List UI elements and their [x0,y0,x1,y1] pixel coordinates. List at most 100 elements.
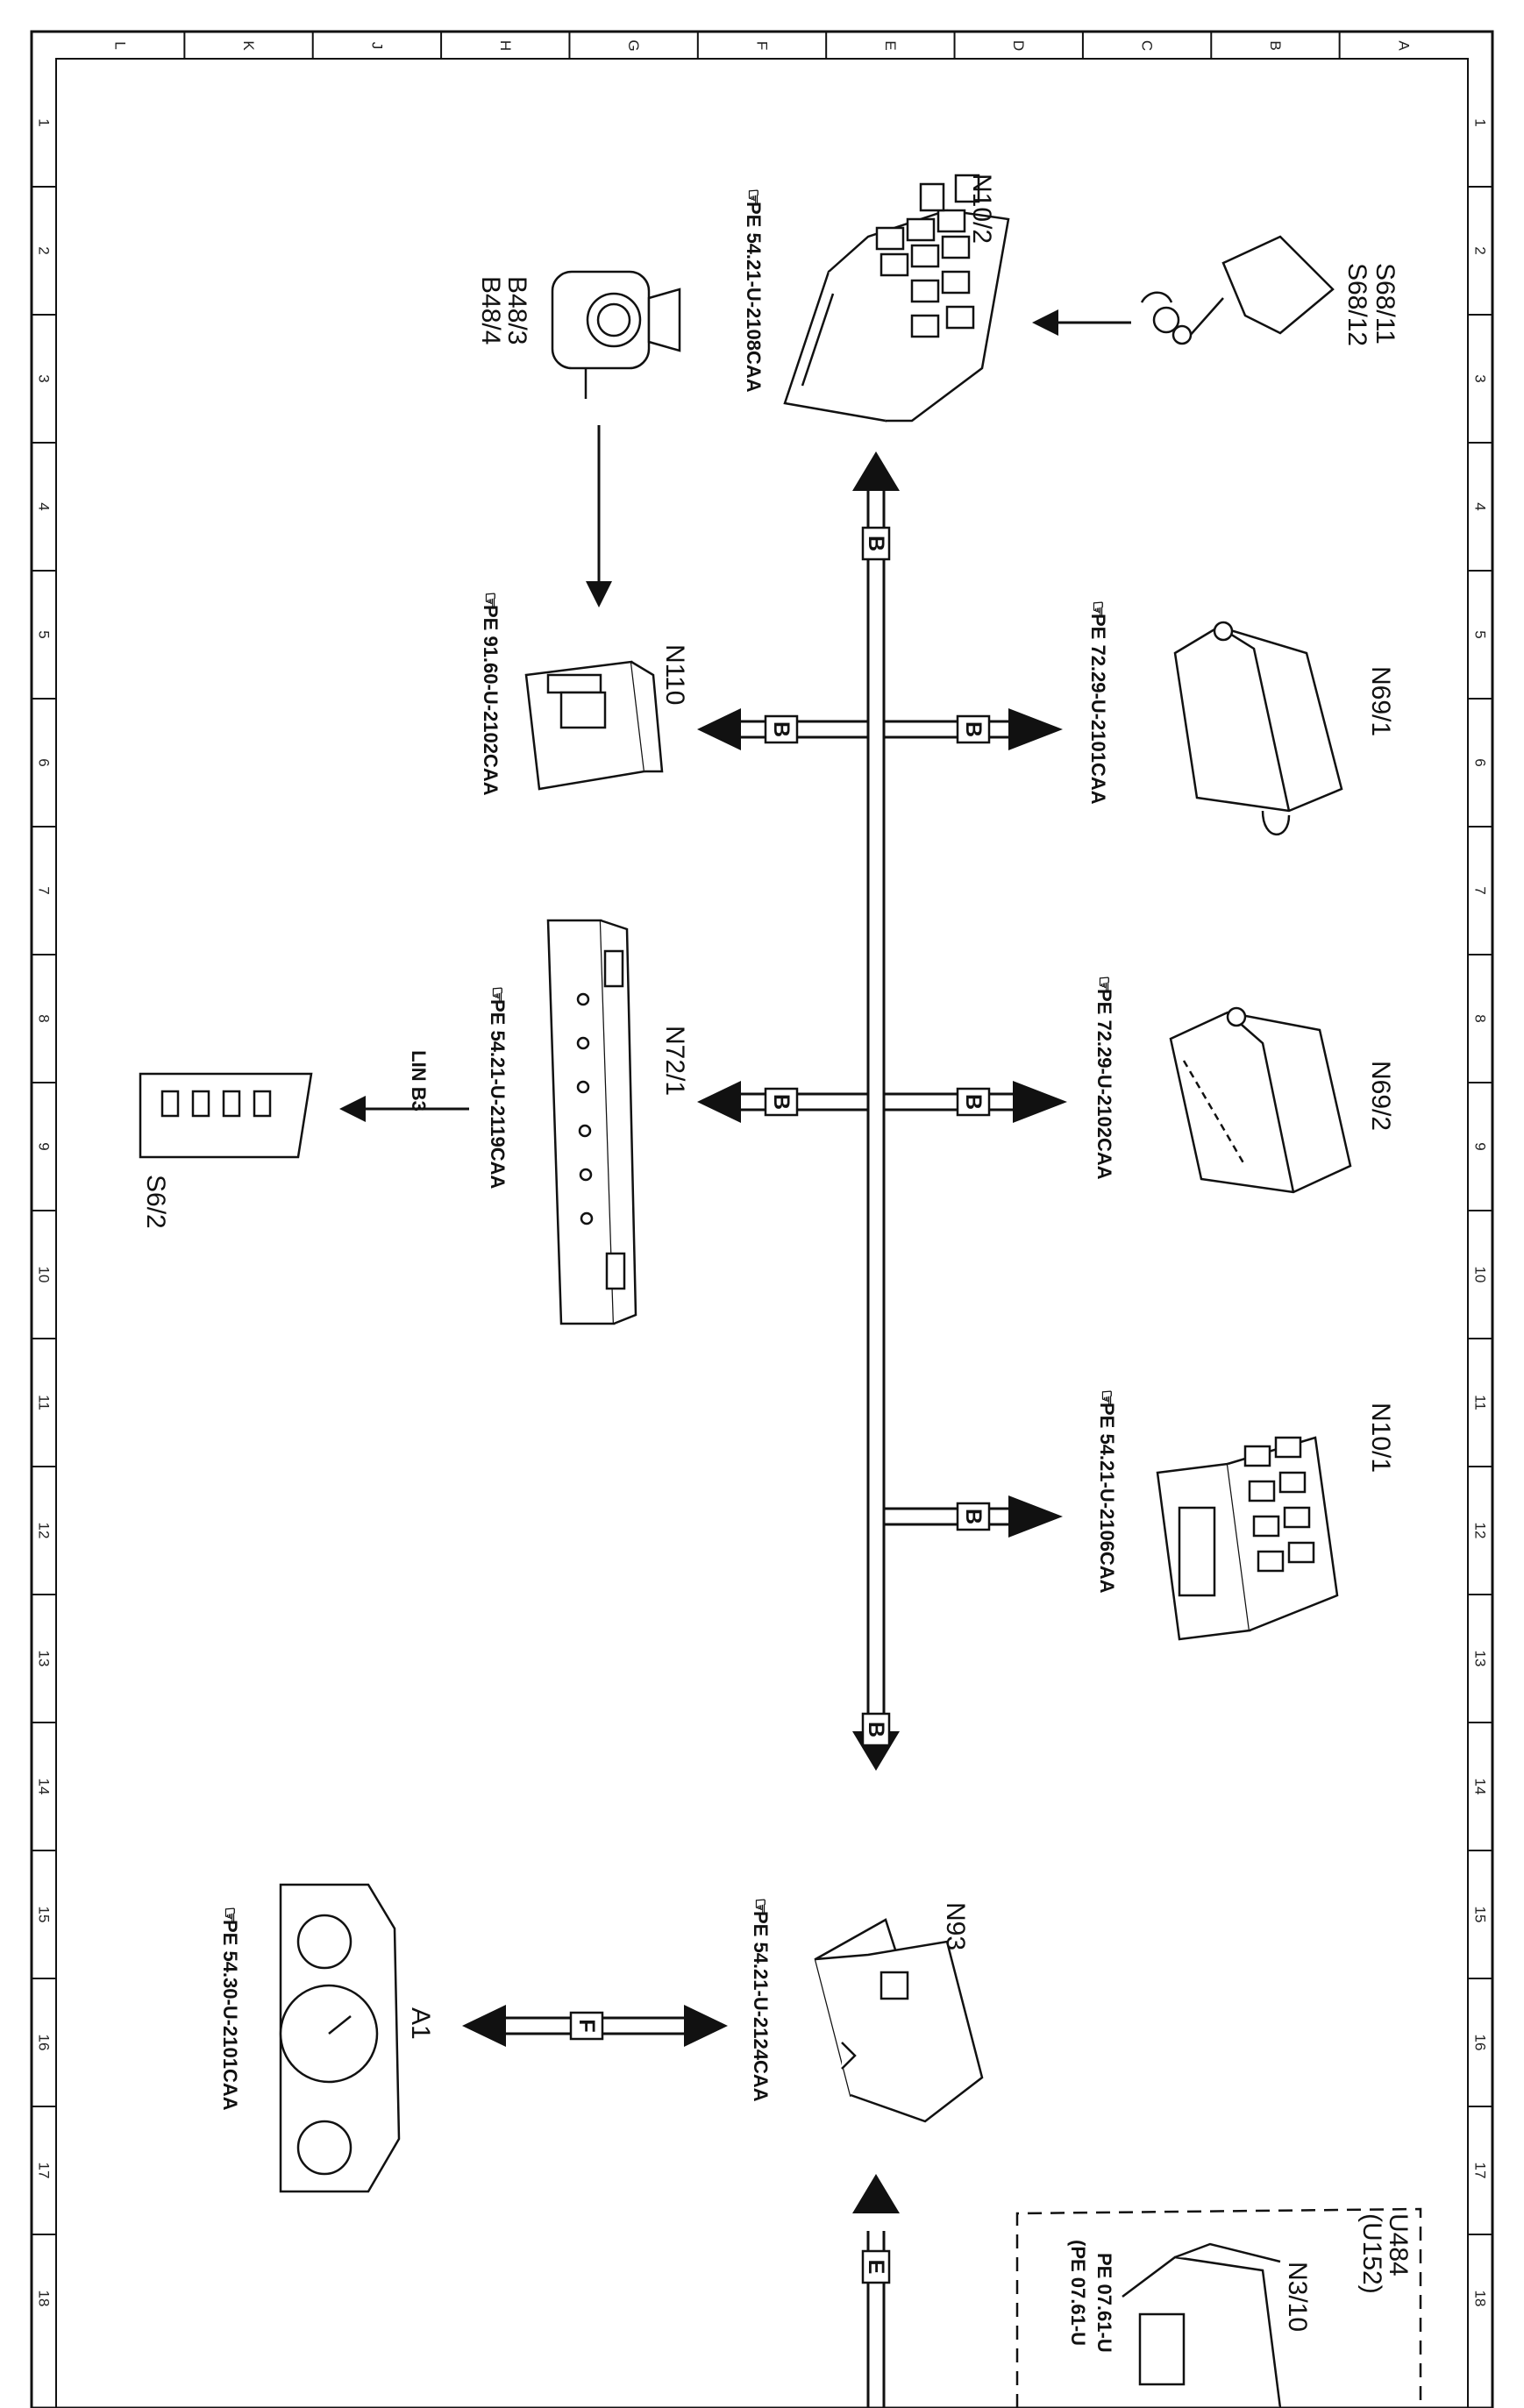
row-label-right-2: 2 [1472,246,1489,254]
row-label-left-14: 14 [36,1779,53,1795]
label-n69-1: N69/1 [1366,666,1395,736]
svg-text:B: B [961,1509,986,1524]
column-label-C: C [1139,40,1156,51]
column-label-A: A [1395,40,1412,51]
row-label-left-5: 5 [36,630,53,638]
ref-n72-1: PE 54.21-U-2119CAA [487,999,509,1190]
signal-arrows [339,309,1131,1122]
svg-text:B: B [864,536,888,551]
row-label-left-18: 18 [36,2291,53,2307]
column-label-K: K [240,40,257,51]
row-label-right-16: 16 [1472,2035,1489,2051]
row-label-left-7: 7 [36,886,53,894]
column-label-G: G [625,39,642,51]
label-b48-4: B48/4 [476,276,505,345]
column-label-H: H [497,40,514,51]
fuse-relay-module-bottom-icon [1156,1436,1339,1641]
label-n69-2: N69/2 [1366,1061,1395,1131]
row-label-right-8: 8 [1472,1014,1489,1022]
row-label-right-3: 3 [1472,374,1489,382]
manual-icon-n69-1: ☞ [1087,600,1109,618]
row-label-left-1: 1 [36,118,53,126]
column-label-L: L [112,41,129,49]
door-control-module-n69-1-icon [1173,621,1343,836]
weight-sensor-module-icon [524,660,664,791]
row-label-left-17: 17 [36,2163,53,2179]
row-label-left-11: 11 [36,1395,53,1410]
row-label-left-16: 16 [36,2035,53,2051]
row-label-left-15: 15 [36,1907,53,1923]
key-sensor-icon [551,270,681,399]
row-label-left-2: 2 [36,246,53,254]
variant-line1: U484 [1384,2213,1413,2277]
gateway-module-icon [814,1918,984,2123]
bus-label-n72-1: B [764,1087,799,1117]
manual-icon-n10-1: ☞ [1096,1389,1118,1407]
label-n10-2: N10/2 [967,174,996,244]
control-panel-icon [546,919,637,1325]
manual-icon-n69-2: ☞ [1093,976,1115,993]
svg-text:E: E [864,2260,888,2275]
column-label-E: E [882,40,899,50]
svg-text:B: B [769,721,794,737]
manual-icon-n10-2: ☞ [743,188,765,206]
bus-label-e: E [861,2249,891,2284]
label-s6-2: S6/2 [141,1175,170,1229]
ref-n10-1: PE 54.21-U-2106CAA [1096,1403,1118,1594]
row-label-right-4: 4 [1472,502,1489,510]
row-label-right-18: 18 [1472,2291,1489,2307]
row-label-left-3: 3 [36,374,53,382]
row-label-right-17: 17 [1472,2163,1489,2179]
bus-label-n69-1: B [956,714,991,744]
engine-control-unit-icon [1122,2242,1282,2408]
label-a1: A1 [406,2007,435,2040]
row-label-right-7: 7 [1472,886,1489,894]
label-n93: N93 [941,1902,970,1950]
bus-label-f: F [569,2011,604,2041]
svg-text:F: F [574,2019,599,2032]
ref-n110: PE 91.60-U-2102CAA [480,605,502,796]
svg-text:B: B [864,1722,888,1737]
row-label-right-14: 14 [1472,1779,1489,1795]
svg-text:B: B [961,1094,986,1110]
manual-icon-n93: ☞ [750,1898,772,1915]
row-label-right-13: 13 [1472,1651,1489,1667]
fuse-relay-module-top-icon [783,174,1010,423]
bus-label-trunk-top: B [861,526,891,561]
instrument-cluster-icon [279,1883,401,2193]
row-label-right-1: 1 [1472,118,1489,126]
manual-icon-n110: ☞ [480,592,502,609]
bus-label-n110: B [764,714,799,744]
can-bus-harness [502,473,1013,2408]
ref-n69-2: PE 72.29-U-2102CAA [1093,989,1115,1180]
bus-label-n10-1: B [956,1502,991,1531]
variant-box [1015,2207,1422,2408]
label-b48-3: B48/3 [502,276,531,345]
door-control-module-n69-2-icon [1169,1006,1352,1194]
bus-arrowheads [462,451,1067,2213]
ref-a1: PE 54.30-U-2101CAA [219,1920,241,2111]
component-labels: S68/11 S68/12 N10/2 PE 54.21-U-2108CAA ☞… [141,174,1413,2353]
ref-n93: PE 54.21-U-2124CAA [750,1911,772,2102]
label-n10-1: N10/1 [1366,1403,1395,1473]
ref-n3-10-b: (PE 07.61-U [1067,2240,1089,2346]
label-n3-10: N3/10 [1283,2262,1312,2332]
ref-n10-2: PE 54.21-U-2108CAA [743,202,765,393]
row-label-right-15: 15 [1472,1907,1489,1923]
row-label-right-11: 11 [1472,1395,1489,1410]
row-label-left-12: 12 [36,1523,53,1539]
row-label-right-9: 9 [1472,1142,1489,1150]
row-label-left-9: 9 [36,1142,53,1150]
label-s68-11: S68/11 [1371,263,1399,345]
row-label-right-6: 6 [1472,758,1489,766]
column-label-F: F [754,41,771,50]
row-label-right-12: 12 [1472,1523,1489,1539]
row-label-left-4: 4 [36,502,53,510]
svg-text:B: B [961,721,986,737]
column-label-B: B [1267,40,1284,50]
row-label-left-8: 8 [36,1014,53,1022]
